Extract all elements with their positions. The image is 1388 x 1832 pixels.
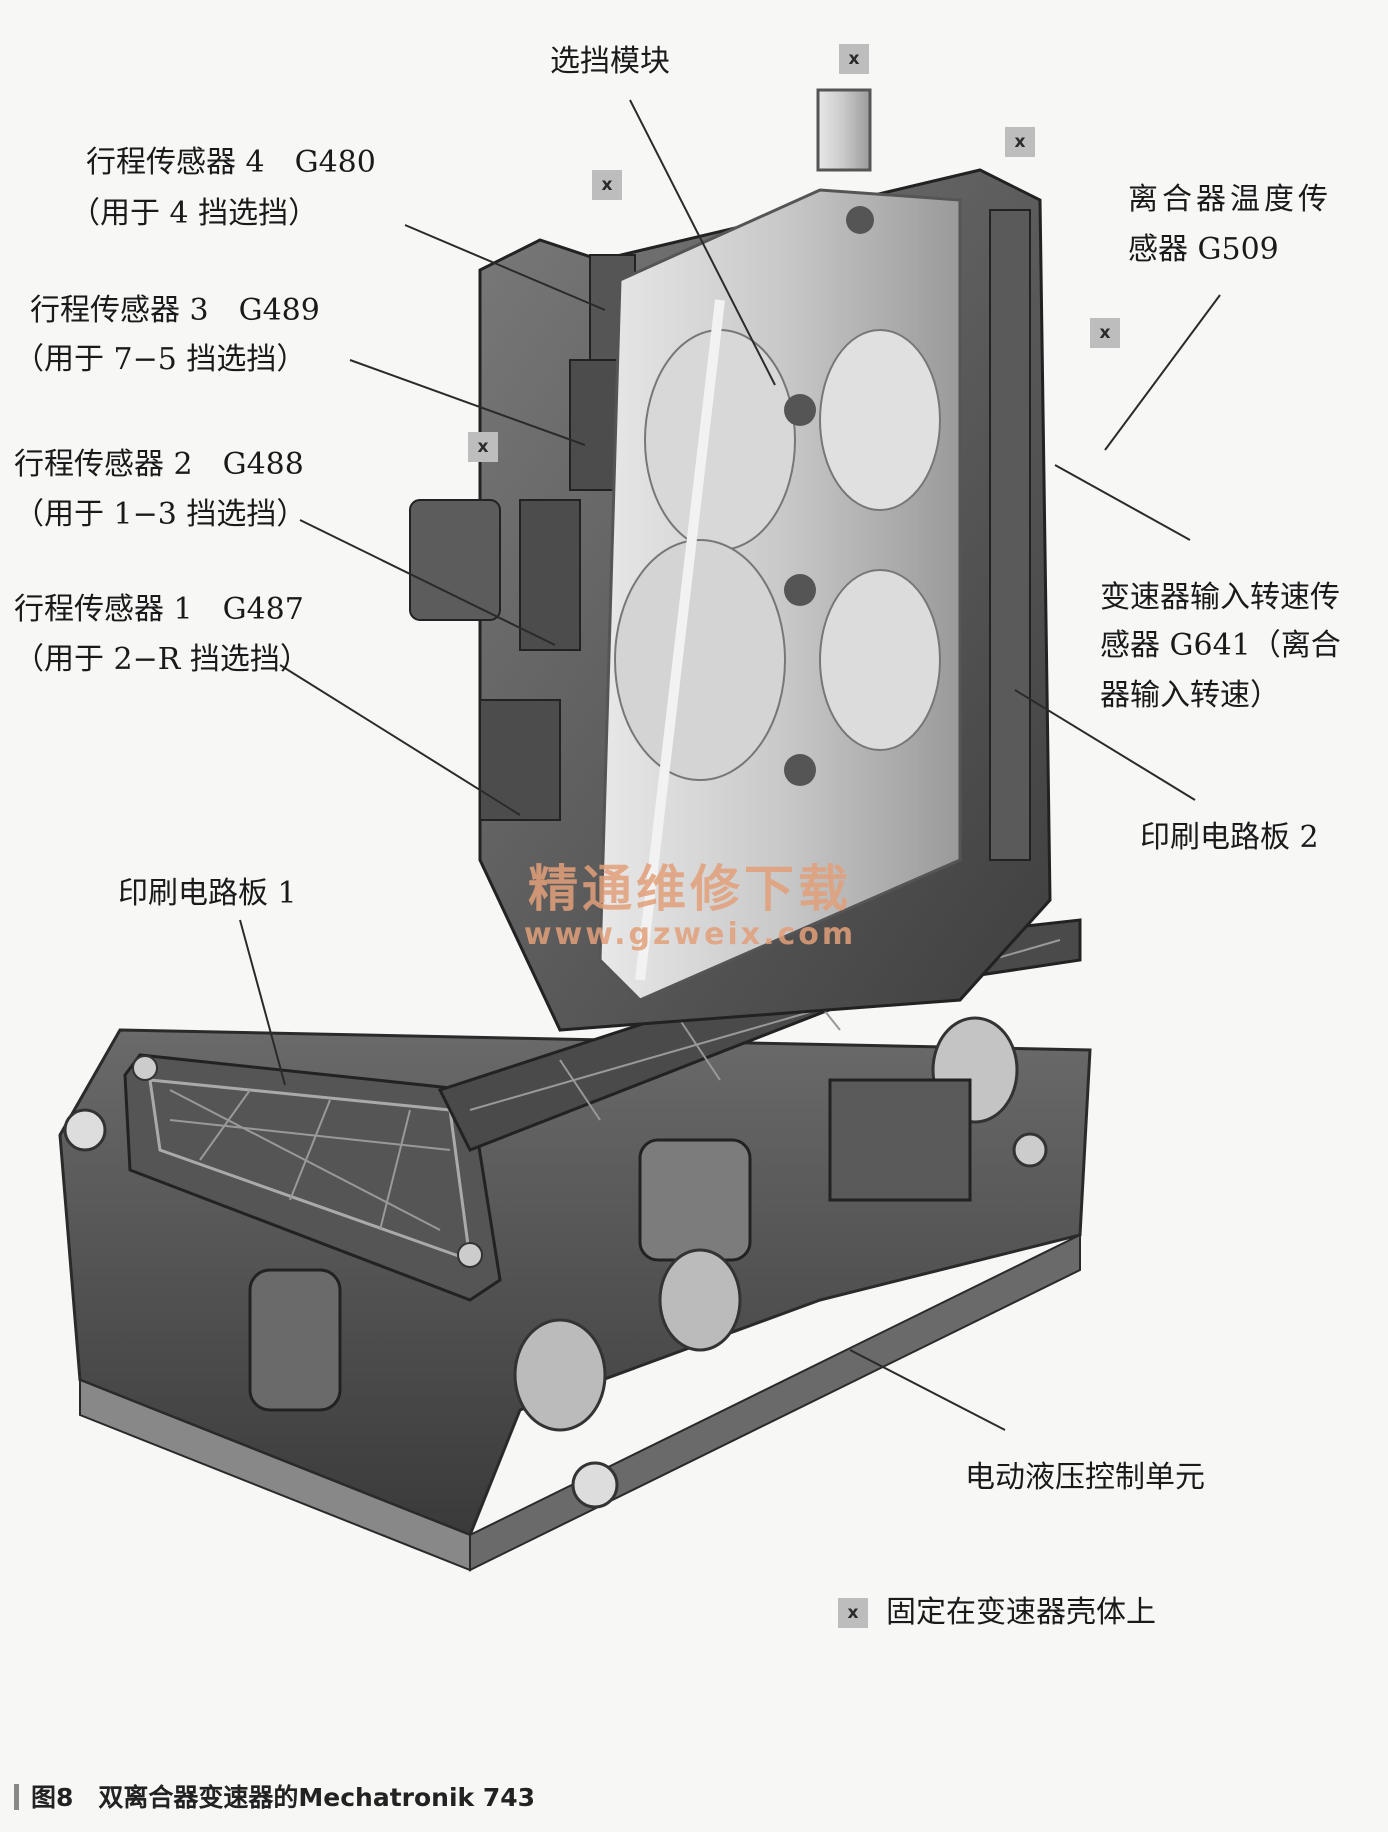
leader-ehcu [849, 1349, 1006, 1431]
leader-pcb-2 [1014, 689, 1196, 801]
label-travel-sensor-4-note: （用于 4 挡选挡） [70, 196, 319, 231]
figure-caption: 图8 双离合器变速器的Mechatronik 743 [14, 1778, 535, 1814]
label-input-speed-sensor-line3: 器输入转速） [1100, 678, 1280, 713]
label-pcb-2: 印刷电路板 2 [1140, 820, 1319, 855]
leader-pcb-1 [239, 919, 286, 1086]
label-travel-sensor-2-note: （用于 1−3 挡选挡） [14, 497, 307, 532]
label-travel-sensor-1-note: （用于 2−R 挡选挡） [14, 642, 310, 677]
leader-sensor-4 [404, 224, 606, 311]
watermark: 精通维修下载 www.gzweix.com [510, 860, 870, 952]
solenoid-valves [248, 1016, 1019, 1432]
mount-marker-left: x [468, 432, 498, 462]
label-shift-module: 选挡模块 [550, 44, 670, 79]
label-travel-sensor-3-note: （用于 7−5 挡选挡） [14, 342, 307, 377]
label-travel-sensor-3: 行程传感器 3 G489 [30, 293, 320, 328]
leader-clutch-temp [1104, 294, 1221, 451]
mount-marker-left-top: x [592, 170, 622, 200]
label-travel-sensor-1: 行程传感器 1 G487 [14, 592, 304, 627]
caption-text: 图8 双离合器变速器的Mechatronik 743 [31, 1783, 536, 1812]
leader-sensor-2 [299, 519, 556, 646]
pcb-1-frame [123, 1053, 502, 1302]
legend-text: 固定在变速器壳体上 [886, 1595, 1156, 1630]
legend-mount-marker: x [838, 1598, 868, 1628]
caption-bar [14, 1784, 19, 1810]
leader-input-speed [1054, 464, 1191, 541]
leader-sensor-1 [279, 664, 521, 816]
leader-shift-module [629, 99, 776, 386]
mount-marker-top: x [839, 44, 869, 74]
label-clutch-temp-sensor-line1: 离合器温度传 [1128, 182, 1332, 217]
watermark-line1: 精通维修下载 [528, 859, 852, 918]
label-travel-sensor-4: 行程传感器 4 G480 [86, 145, 376, 180]
label-ehcu: 电动液压控制单元 [965, 1460, 1205, 1495]
shift-module-casting [598, 88, 962, 1002]
leader-lines [239, 99, 1221, 1431]
watermark-line2: www.gzweix.com [523, 917, 857, 952]
leader-sensor-3 [349, 359, 586, 446]
label-clutch-temp-sensor-line2: 感器 G509 [1128, 232, 1279, 267]
mount-marker-right-top: x [1005, 127, 1035, 157]
label-input-speed-sensor-line1: 变速器输入转速传 [1100, 580, 1340, 615]
mount-marker-right: x [1090, 318, 1120, 348]
label-travel-sensor-2: 行程传感器 2 G488 [14, 447, 304, 482]
label-input-speed-sensor-line2: 感器 G641（离合 [1100, 628, 1341, 663]
label-pcb-1: 印刷电路板 1 [118, 876, 297, 911]
